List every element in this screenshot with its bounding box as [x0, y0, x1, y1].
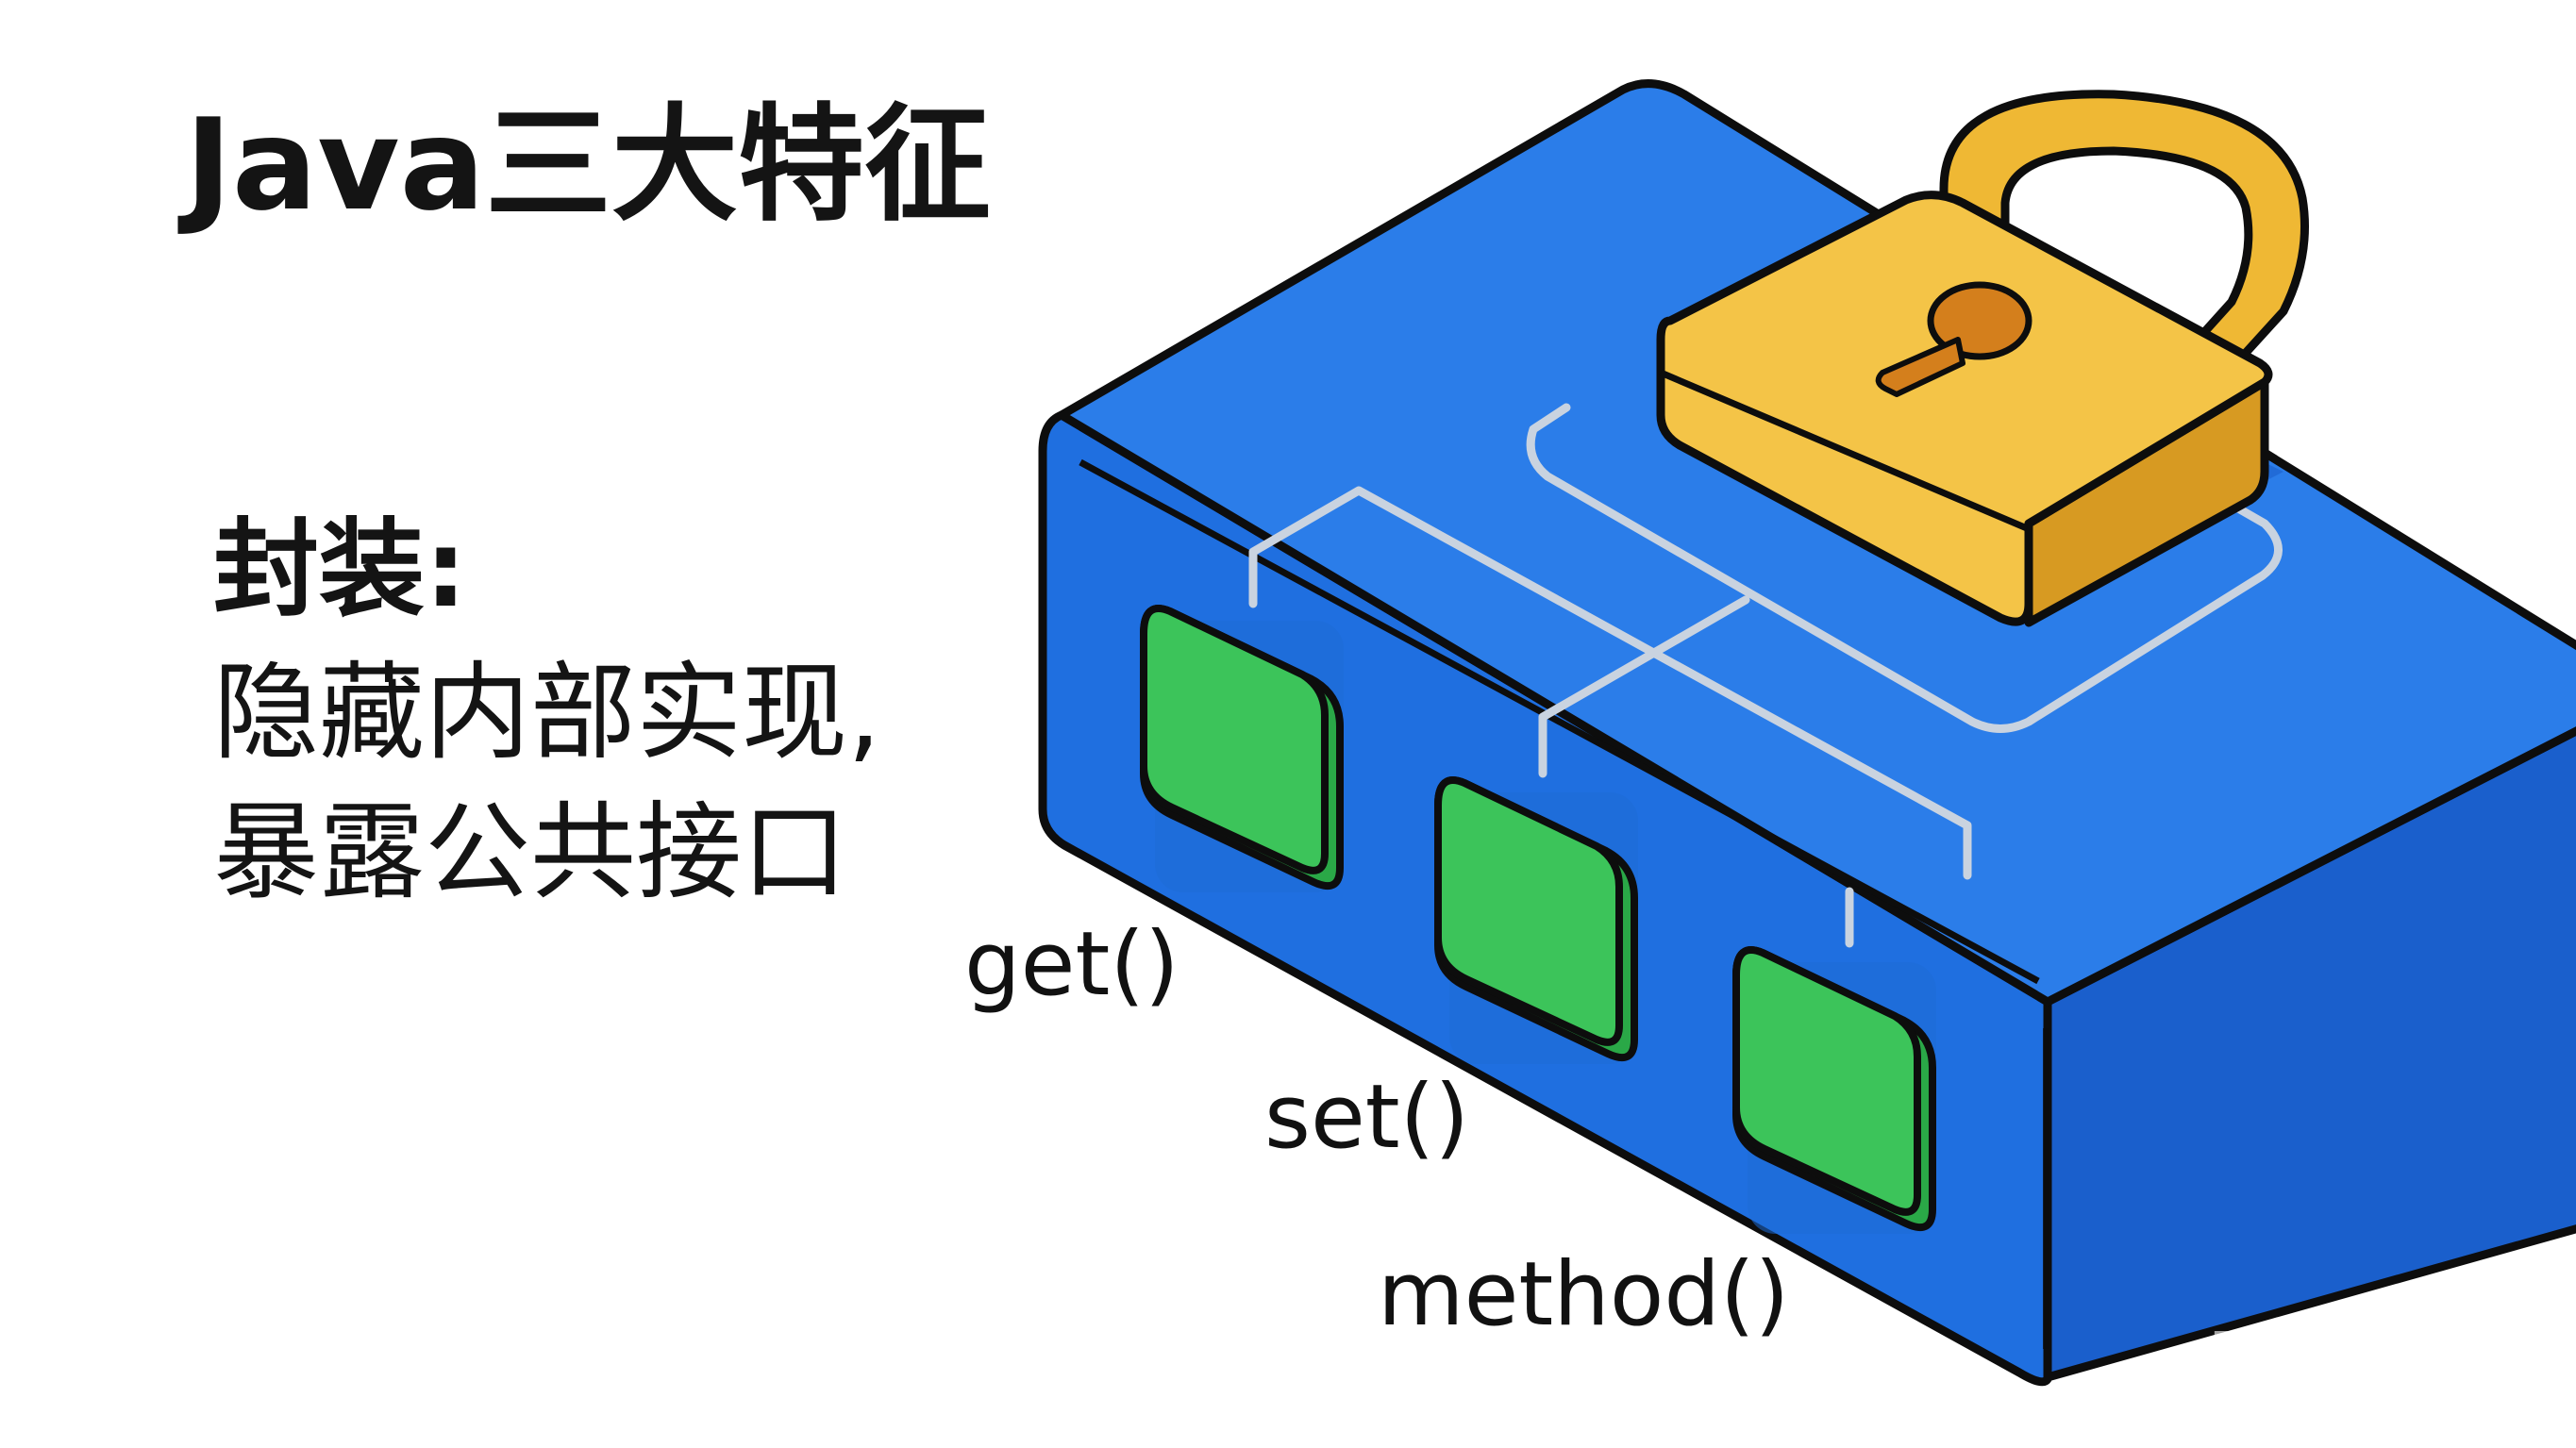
method-label-method: method() [1378, 1243, 1790, 1346]
interface-button-set [1434, 776, 1638, 1064]
concept-heading: 封装: [213, 508, 467, 631]
concept-description-line-1: 隐藏内部实现, [213, 652, 881, 774]
page-title: Java三大特征 [185, 92, 992, 239]
interface-button-method [1732, 946, 1936, 1234]
box-top-face [1057, 79, 2576, 1007]
circuit-lines [1248, 403, 2283, 948]
method-label-get: get() [964, 913, 1179, 1016]
method-label-set: set() [1264, 1066, 1470, 1169]
interface-button-get [1140, 605, 1344, 892]
watermark: 豆包AI生成 [2210, 1323, 2512, 1392]
concept-description-line-2: 暴露公共接口 [213, 791, 847, 914]
box-top-inner-edge [1079, 458, 2040, 985]
keyhole-icon [1875, 281, 2032, 397]
padlock-icon [1656, 90, 2309, 627]
